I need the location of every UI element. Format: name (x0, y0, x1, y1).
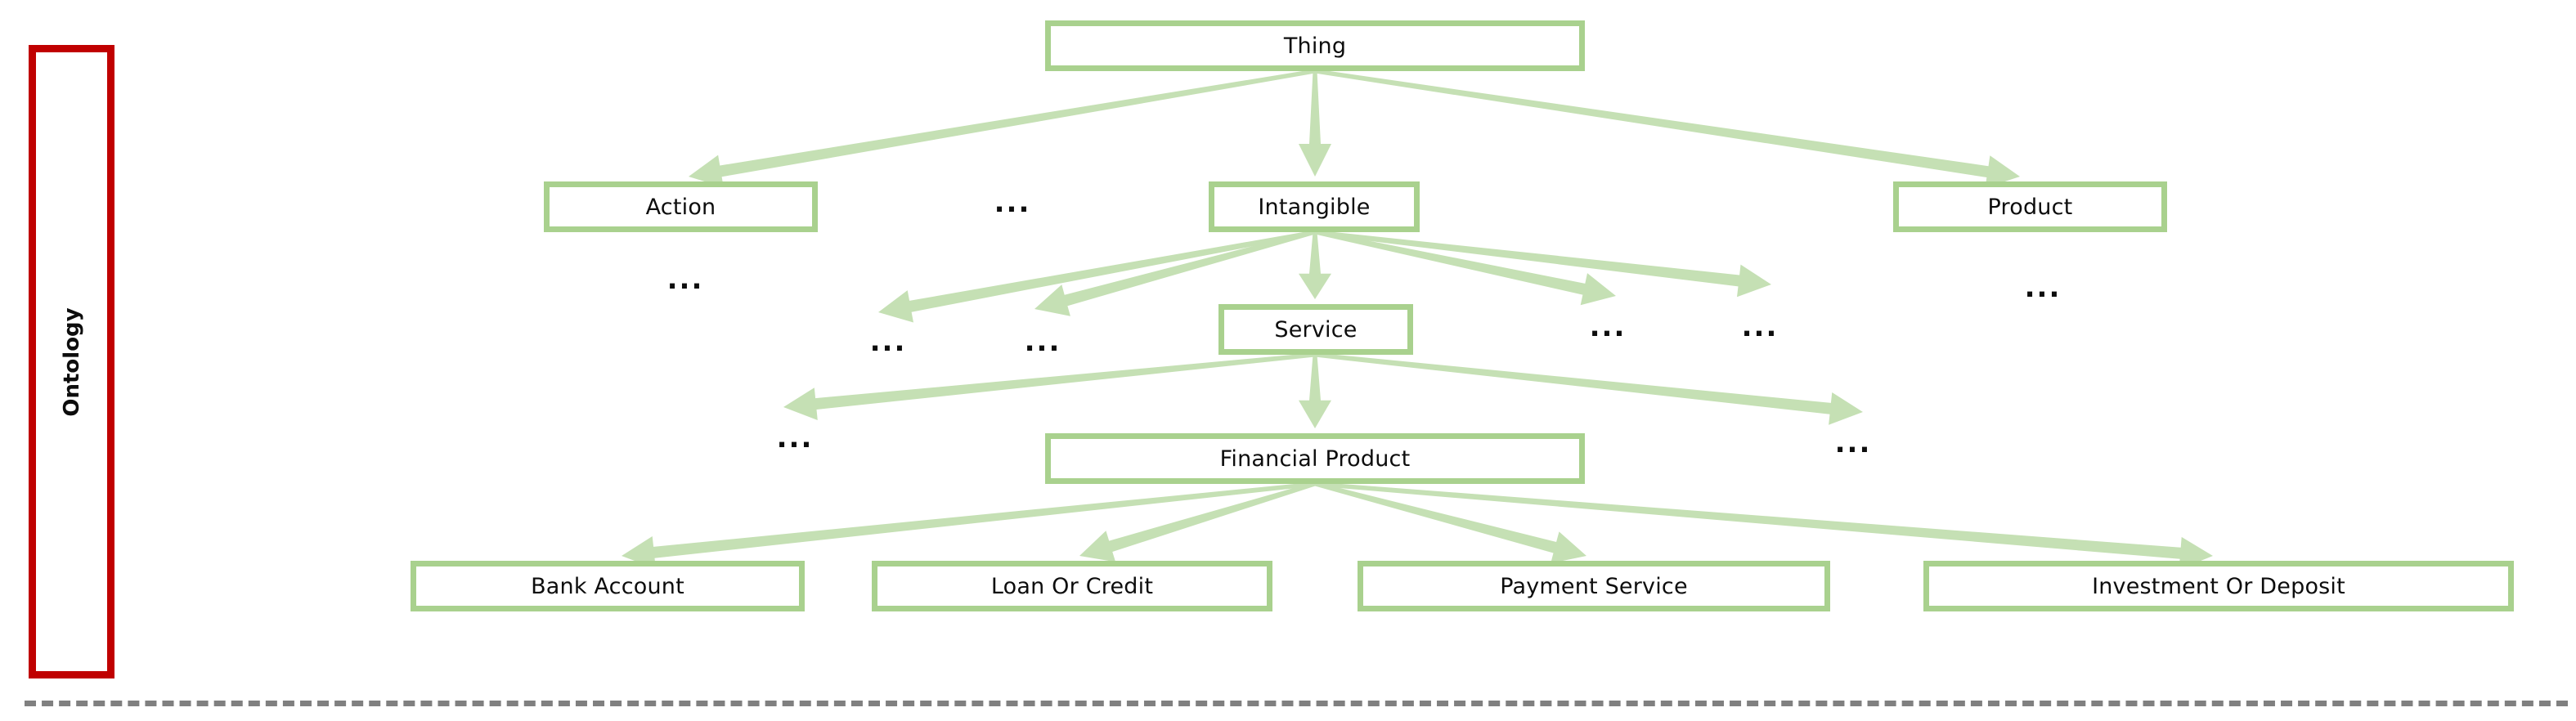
ellipsis-e-intangible-l1: ... (1024, 325, 1061, 358)
edge-financial-investment (1314, 481, 2213, 570)
node-product[interactable]: Product (1893, 181, 2167, 232)
edge-financial-loan (1079, 481, 1316, 562)
edge-service-dots-left (783, 352, 1316, 420)
edge-intangible-dots-r2 (1314, 230, 1771, 298)
edge-financial-bank (622, 481, 1316, 569)
edge-intangible-service (1299, 232, 1331, 299)
ellipsis-e-thing-mid: ... (994, 186, 1031, 219)
ontology-group-label: Ontology (60, 307, 84, 417)
ellipsis-e-service-left: ... (776, 422, 814, 455)
node-financial[interactable]: Financial Product (1045, 433, 1585, 484)
node-investment[interactable]: Investment Or Deposit (1923, 561, 2514, 611)
node-payment[interactable]: Payment Service (1358, 561, 1830, 611)
node-loan[interactable]: Loan Or Credit (872, 561, 1272, 611)
node-action[interactable]: Action (544, 181, 818, 232)
edge-thing-action (689, 69, 1316, 188)
ellipsis-e-intangible-l2: ... (869, 325, 907, 358)
edge-service-dots-right (1314, 352, 1863, 425)
node-intangible[interactable]: Intangible (1209, 181, 1420, 232)
edge-financial-payment (1314, 481, 1586, 564)
edge-thing-intangible (1299, 71, 1331, 177)
edge-intangible-dots-l1 (1034, 230, 1316, 316)
edge-intangible-dots-r1 (1314, 230, 1616, 306)
edge-service-financial (1299, 355, 1331, 428)
node-service[interactable]: Service (1218, 304, 1413, 355)
ellipsis-e-action-below: ... (666, 263, 704, 296)
ellipsis-e-intangible-r2: ... (1741, 311, 1779, 343)
edge-thing-product (1314, 69, 2020, 188)
ellipsis-e-product-below: ... (2024, 271, 2062, 304)
ellipsis-e-service-right: ... (1834, 427, 1872, 459)
ontology-group-frame (29, 45, 114, 678)
ellipsis-e-intangible-r1: ... (1589, 311, 1627, 343)
section-divider (25, 701, 2568, 706)
node-thing[interactable]: Thing (1045, 20, 1585, 71)
node-bank[interactable]: Bank Account (411, 561, 805, 611)
